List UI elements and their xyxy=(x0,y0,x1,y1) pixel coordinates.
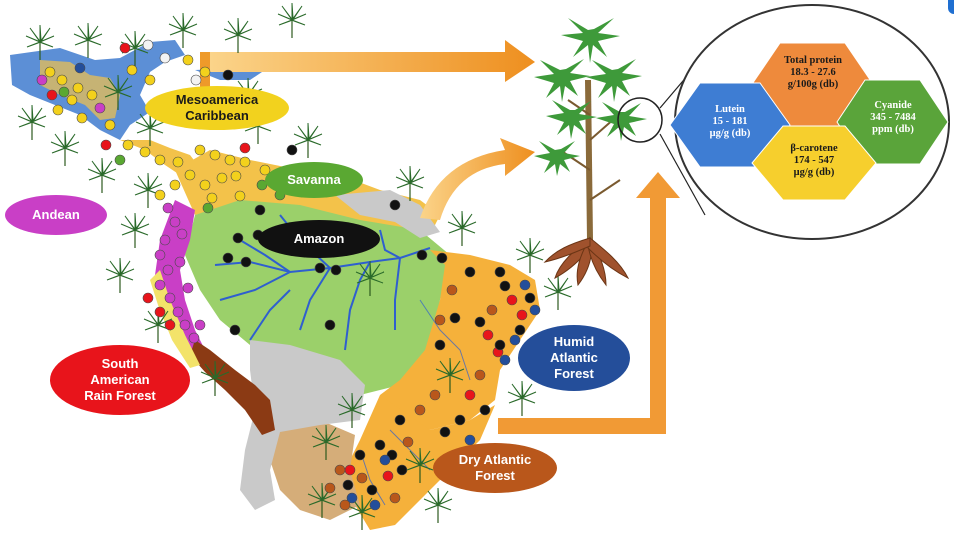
corner-tab xyxy=(948,0,954,14)
region-label-andean: Andean xyxy=(5,195,107,235)
region-label-dry-atlantic-forest: Dry Atlantic Forest xyxy=(433,443,557,493)
region-label-amazon: Amazon xyxy=(258,220,380,258)
trait-total-protein: Total protein 18.3 - 27.6 g/100g (db) xyxy=(783,55,843,90)
region-label-amazon-text: Amazon xyxy=(293,231,345,246)
trait-beta-carotene: β-carotene 174 - 547 μg/g (db) xyxy=(790,143,838,178)
trait-cyanide: Cyanide 345 - 7484 ppm (db) xyxy=(870,100,916,135)
cassava-plant-illustration xyxy=(534,18,706,287)
region-label-andean-text: Andean xyxy=(32,207,80,222)
region-label-humid-atlantic-forest: Humid Atlantic Forest xyxy=(518,325,630,391)
trait-lutein: Lutein 15 - 181 μg/g (db) xyxy=(709,104,751,139)
region-label-savanna-text: Savanna xyxy=(287,172,341,187)
region-label-savanna: Savanna xyxy=(265,162,363,198)
region-label-south-american-rain-forest: South American Rain Forest xyxy=(50,345,190,415)
region-label-humid-atlantic-forest-text: Humid Atlantic Forest xyxy=(550,334,598,381)
region-label-south-american-rain-forest-text: South American Rain Forest xyxy=(84,356,156,403)
region-label-mesoamerica: Mesoamerica Caribbean xyxy=(145,86,289,130)
region-label-dry-atlantic-forest-text: Dry Atlantic Forest xyxy=(458,452,532,483)
accession-markers xyxy=(36,39,541,511)
arrows xyxy=(200,40,680,434)
trait-zoom-circle xyxy=(669,4,950,240)
region-label-mesoamerica-text: Mesoamerica Caribbean xyxy=(175,92,259,123)
